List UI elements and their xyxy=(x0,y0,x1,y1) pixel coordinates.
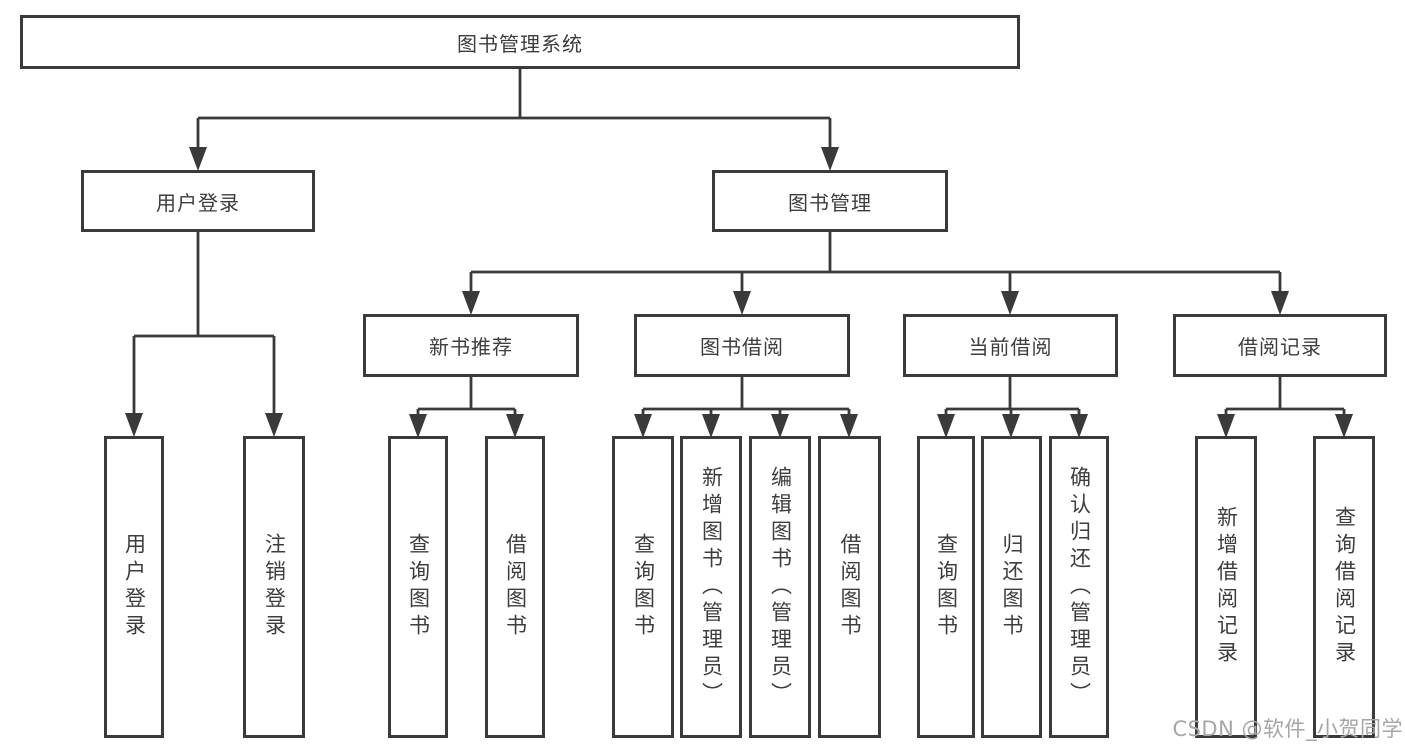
connector-root-to-level2 xyxy=(189,68,839,171)
node-new-book-recommend: 新书推荐 xyxy=(363,314,579,377)
connector-book-borrow-to-leaves xyxy=(634,377,858,438)
connector-borrow-record-to-leaves xyxy=(1217,377,1353,438)
leaf-borrow-book-1: 借阅图书 xyxy=(485,436,545,738)
node-root-label: 图书管理系统 xyxy=(457,31,583,56)
leaf-query-book-1-label: 查询图书 xyxy=(406,533,431,641)
leaf-query-book-2-label: 查询图书 xyxy=(631,533,656,641)
leaf-borrow-book-1-label: 借阅图书 xyxy=(503,533,528,641)
node-book-borrow: 图书借阅 xyxy=(634,314,850,377)
leaf-query-book-3: 查询图书 xyxy=(917,436,975,738)
leaf-borrow-book-2: 借阅图书 xyxy=(818,436,881,738)
leaf-query-borrow-record-label: 查询借阅记录 xyxy=(1332,506,1357,668)
leaf-user-login: 用户登录 xyxy=(104,436,164,738)
leaf-return-book-label: 归还图书 xyxy=(1000,533,1024,641)
leaf-query-book-1: 查询图书 xyxy=(388,436,448,738)
leaf-add-borrow-record-label: 新增借阅记录 xyxy=(1214,506,1239,668)
node-current-borrow-label: 当前借阅 xyxy=(968,335,1053,359)
node-root-system: 图书管理系统 xyxy=(20,15,1020,69)
leaf-confirm-return-admin: 确认归还（管理员） xyxy=(1049,436,1109,738)
leaf-logout: 注销登录 xyxy=(243,436,305,738)
node-book-management: 图书管理 xyxy=(712,170,948,232)
leaf-edit-book-admin: 编辑图书（管理员） xyxy=(749,436,811,738)
node-current-borrow: 当前借阅 xyxy=(903,314,1118,377)
leaf-edit-book-admin-label: 编辑图书（管理员） xyxy=(768,465,793,709)
leaf-confirm-return-admin-label: 确认归还（管理员） xyxy=(1067,465,1092,709)
connector-user-login-to-leaves xyxy=(125,232,283,437)
connector-current-borrow-to-leaves xyxy=(937,377,1088,438)
leaf-borrow-book-2-label: 借阅图书 xyxy=(838,533,862,641)
connector-book-management-to-level3 xyxy=(462,232,1289,315)
node-user-login-label: 用户登录 xyxy=(156,190,240,215)
leaf-query-book-3-label: 查询图书 xyxy=(934,533,959,641)
leaf-query-book-2: 查询图书 xyxy=(612,436,674,738)
node-book-management-label: 图书管理 xyxy=(788,190,872,215)
leaf-return-book: 归还图书 xyxy=(981,436,1042,738)
node-borrow-record: 借阅记录 xyxy=(1173,314,1387,377)
node-book-borrow-label: 图书借阅 xyxy=(700,335,784,359)
leaf-add-book-admin: 新增图书（管理员） xyxy=(680,436,742,738)
leaf-add-borrow-record: 新增借阅记录 xyxy=(1195,436,1257,738)
node-user-login: 用户登录 xyxy=(81,170,315,232)
leaf-user-login-label: 用户登录 xyxy=(122,533,147,641)
csdn-watermark: CSDN @软件_小贺同学 xyxy=(1172,717,1403,741)
connector-new-book-to-leaves xyxy=(409,377,524,438)
node-borrow-record-label: 借阅记录 xyxy=(1238,335,1322,359)
leaf-query-borrow-record: 查询借阅记录 xyxy=(1313,436,1375,738)
leaf-logout-label: 注销登录 xyxy=(262,533,287,641)
node-new-book-recommend-label: 新书推荐 xyxy=(429,335,513,359)
leaf-add-book-admin-label: 新增图书（管理员） xyxy=(699,465,724,709)
